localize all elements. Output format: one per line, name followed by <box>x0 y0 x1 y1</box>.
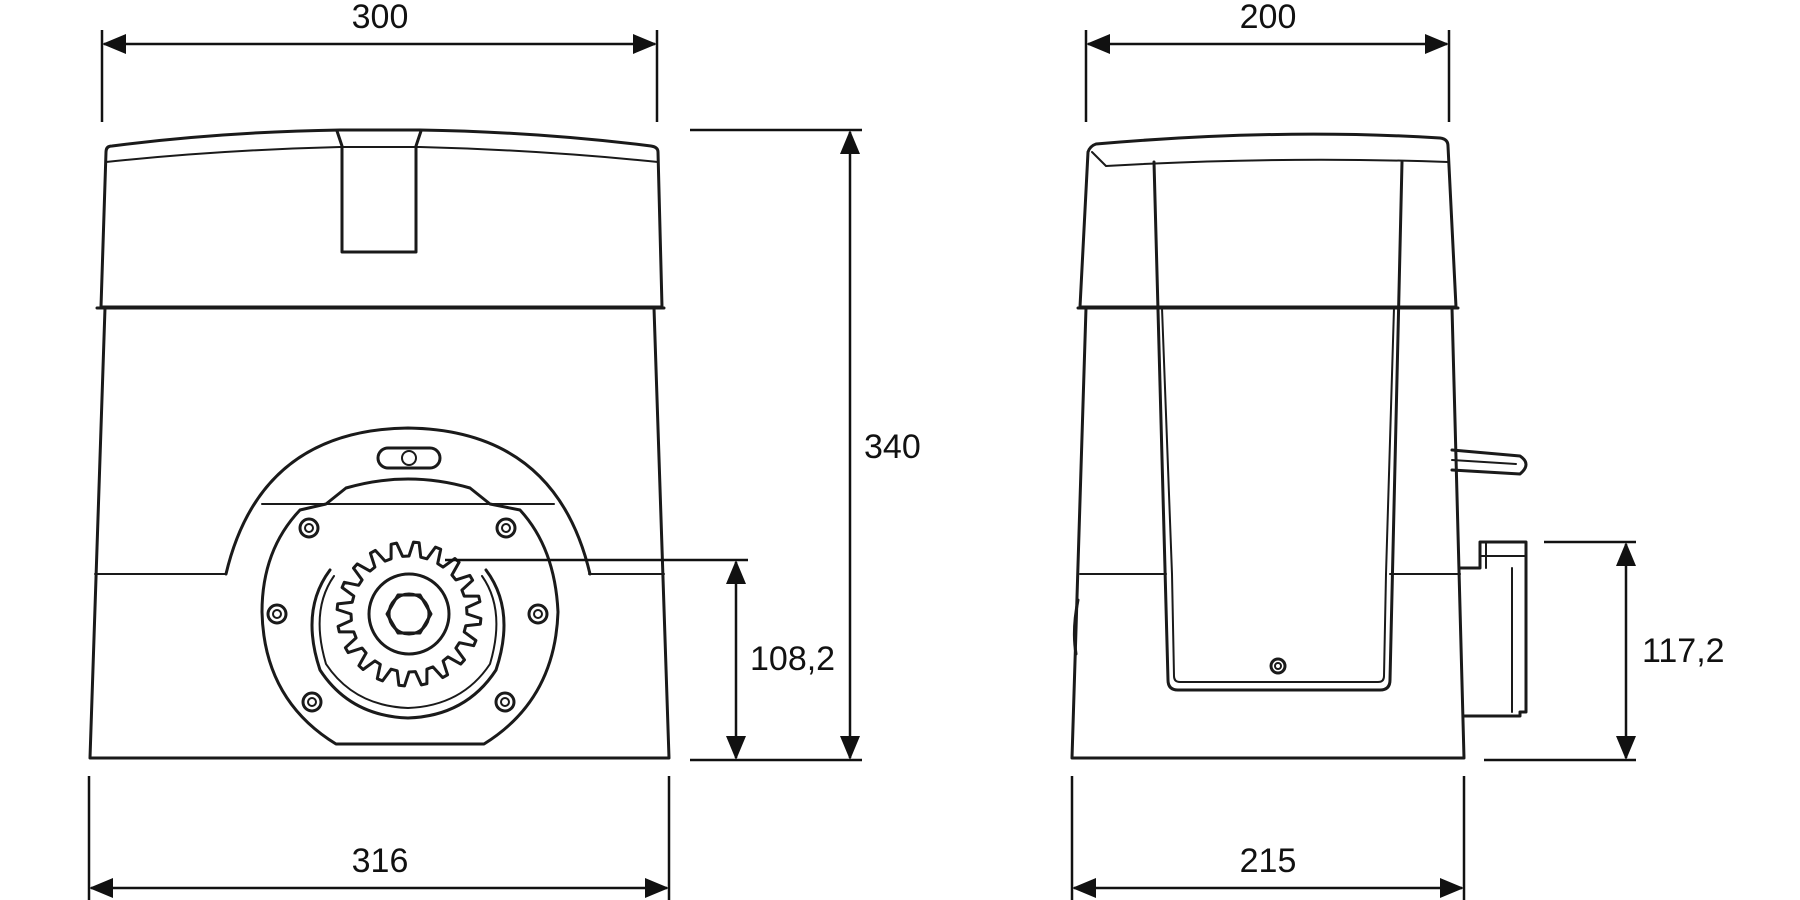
hex-nut <box>385 593 433 635</box>
front-lid <box>99 128 664 309</box>
front-lid-tab <box>335 129 423 254</box>
mounting-bracket <box>1458 540 1528 718</box>
gear-flange <box>260 477 560 746</box>
front-view <box>88 128 671 760</box>
motor-hood <box>224 426 592 576</box>
dim-total-height: 340 <box>690 128 921 762</box>
dim-front-top-label: 300 <box>352 0 409 36</box>
dim-side-bottom: 215 <box>1070 776 1466 900</box>
pinion-gear <box>335 540 483 688</box>
dim-side-bracket-height: 117,2 <box>1484 540 1725 762</box>
front-body <box>88 306 671 760</box>
dim-gear-height-label: 108,2 <box>750 640 835 678</box>
dim-front-bottom: 316 <box>87 776 671 900</box>
dim-side-bracket-height-label: 117,2 <box>1642 632 1725 670</box>
side-view <box>1070 132 1528 760</box>
flange-bolts <box>266 517 549 713</box>
dim-front-bottom-label: 316 <box>352 842 409 880</box>
dim-side-top-label: 200 <box>1240 0 1297 36</box>
gear-teeth <box>335 540 483 688</box>
side-body <box>1070 306 1466 760</box>
dim-front-top: 300 <box>100 0 659 122</box>
side-lid <box>1078 132 1458 309</box>
release-lock-slot <box>376 446 442 470</box>
dim-total-height-label: 340 <box>864 428 921 466</box>
side-front-panel <box>1152 160 1404 692</box>
release-lever <box>1450 448 1528 476</box>
dim-gear-height: 108,2 <box>445 558 835 760</box>
dim-side-top: 200 <box>1084 0 1451 122</box>
dim-side-bottom-label: 215 <box>1240 842 1297 880</box>
